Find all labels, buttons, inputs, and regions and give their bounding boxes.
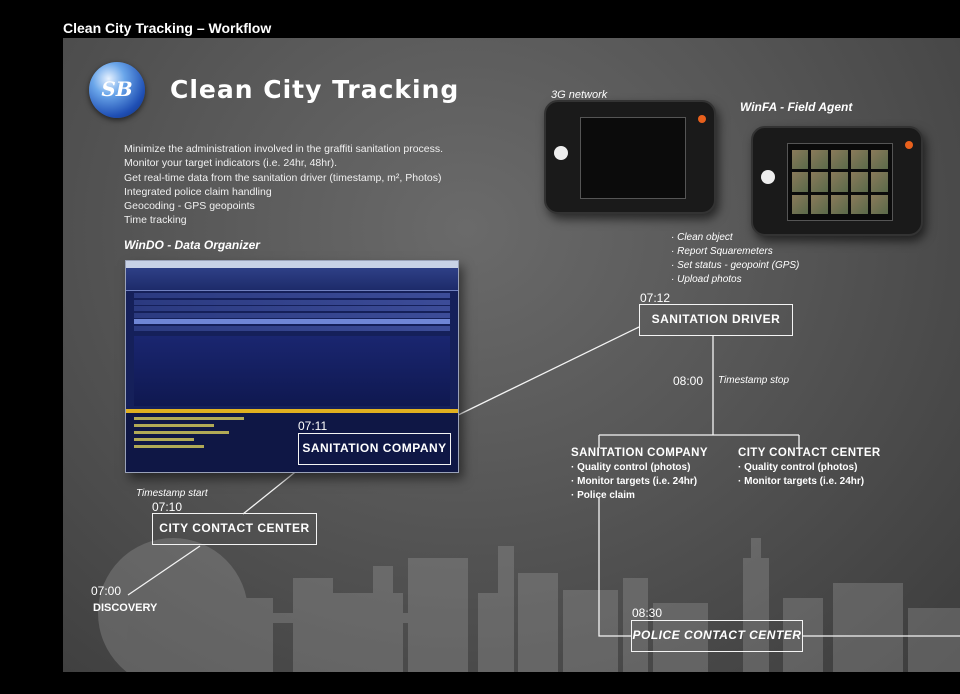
outcome-item: · Monitor targets (i.e. 24hr) bbox=[571, 475, 697, 489]
agent-task: · Report Squaremeters bbox=[671, 245, 799, 259]
feature-item: Get real-time data from the sanitation d… bbox=[124, 171, 443, 185]
feature-item: Time tracking bbox=[124, 213, 443, 227]
workflow-panel: SB Clean City Tracking Minimize the admi… bbox=[63, 38, 960, 672]
outcome-item: · Quality control (photos) bbox=[571, 461, 697, 475]
sanitation-company-box: SANITATION COMPANY bbox=[298, 433, 451, 465]
outcome-item: · Monitor targets (i.e. 24hr) bbox=[738, 475, 864, 489]
windo-caption: WinDO - Data Organizer bbox=[124, 238, 260, 252]
agent-task: · Upload photos bbox=[671, 273, 799, 287]
police-contact-box: POLICE CONTACT CENTER bbox=[631, 620, 803, 652]
feature-item: Integrated police claim handling bbox=[124, 185, 443, 199]
discovery-time: 07:00 bbox=[91, 584, 121, 598]
sanitation-company-time: 07:11 bbox=[298, 419, 327, 433]
sanitation-driver-box: SANITATION DRIVER bbox=[639, 304, 793, 336]
feature-item: Minimize the administration involved in … bbox=[124, 142, 443, 156]
timestamp-start-label: Timestamp start bbox=[136, 488, 208, 499]
outcome-item: · Quality control (photos) bbox=[738, 461, 864, 475]
police-time: 08:30 bbox=[632, 606, 662, 620]
feature-item: Geocoding - GPS geopoints bbox=[124, 199, 443, 213]
field-device-photos bbox=[751, 126, 923, 236]
driver-time: 07:12 bbox=[640, 291, 670, 305]
feature-list: Minimize the administration involved in … bbox=[124, 142, 443, 228]
outcome-city-heading: CITY CONTACT CENTER bbox=[738, 447, 881, 459]
outcome-city-list: · Quality control (photos) · Monitor tar… bbox=[738, 461, 864, 489]
feature-item: Monitor your target indicators (i.e. 24h… bbox=[124, 156, 443, 170]
timestamp-stop-label: Timestamp stop bbox=[718, 375, 789, 386]
outcome-sanitation-heading: SANITATION COMPANY bbox=[571, 447, 708, 459]
outcome-sanitation-list: · Quality control (photos) · Monitor tar… bbox=[571, 461, 697, 503]
agent-task: · Set status - geopoint (GPS) bbox=[671, 259, 799, 273]
city-contact-box: CITY CONTACT CENTER bbox=[152, 513, 317, 545]
slide-title: Clean City Tracking – Workflow bbox=[63, 20, 271, 36]
stop-time: 08:00 bbox=[673, 374, 703, 388]
discovery-label: DISCOVERY bbox=[93, 602, 157, 614]
outcome-item: · Police claim bbox=[571, 489, 697, 503]
winfa-caption: WinFA - Field Agent bbox=[740, 100, 852, 114]
field-device-list bbox=[544, 100, 716, 214]
city-contact-time: 07:10 bbox=[152, 500, 182, 514]
company-logo: SB bbox=[89, 62, 145, 118]
main-title: Clean City Tracking bbox=[170, 75, 459, 104]
agent-task-list: · Clean object · Report Squaremeters · S… bbox=[671, 231, 799, 287]
agent-task: · Clean object bbox=[671, 231, 799, 245]
